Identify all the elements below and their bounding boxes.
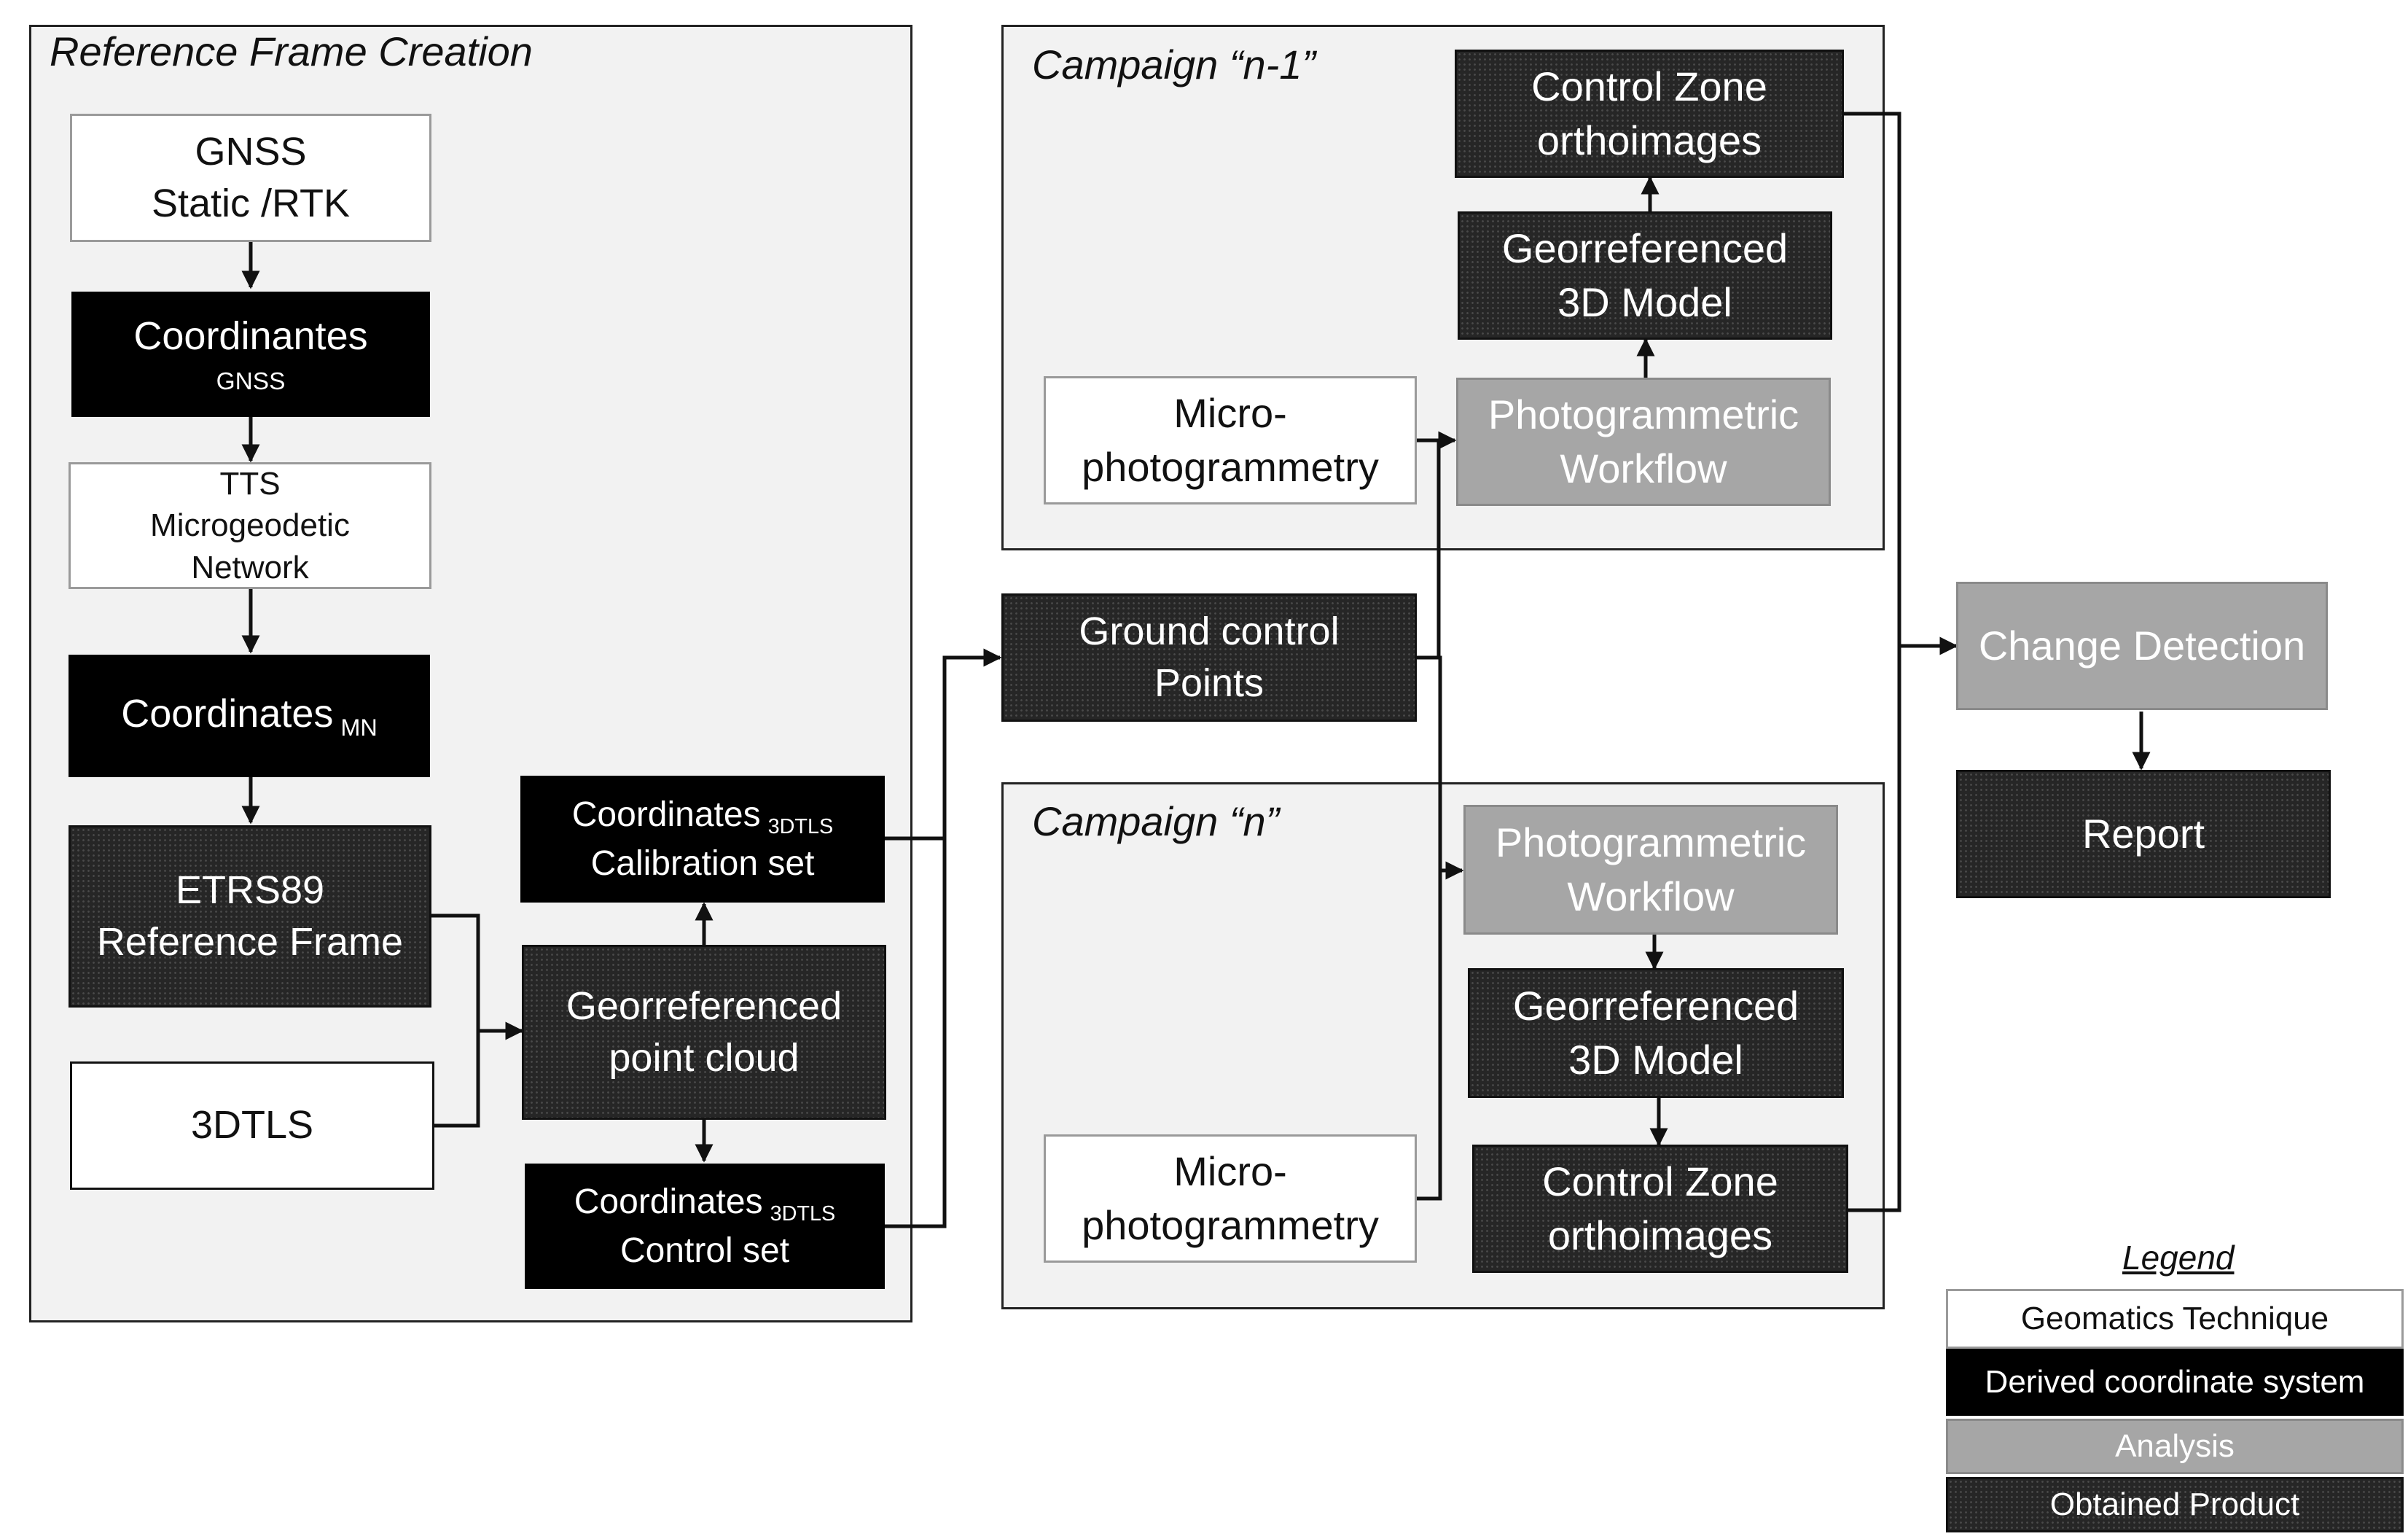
control-main: Coordinates — [574, 1182, 763, 1221]
3dtls-label: 3DTLS — [190, 1103, 314, 1148]
n-control-zone-orthoimages-node: Control Zone orthoimages — [1472, 1145, 1848, 1273]
tts-line-1: TTS — [219, 466, 281, 502]
coordinates-mn-main: Coordinates — [121, 692, 334, 736]
prev-micro-photogrammetry-node: Micro- photogrammetry — [1044, 376, 1417, 504]
calibration-subscript: 3DTLS — [767, 814, 834, 838]
etrs89-line-1: ETRS89 — [175, 868, 325, 912]
campaign-n-title: Campaign “n” — [1032, 798, 1280, 844]
prev-control-zone-orthoimages-node: Control Zone orthoimages — [1455, 50, 1844, 178]
prev-photogrammetric-workflow-node: Photogrammetric Workflow — [1456, 378, 1831, 506]
report-node: Report — [1956, 770, 2331, 898]
n-workflow-line-1: Photogrammetric — [1495, 819, 1807, 866]
tts-microgeodetic-network-node: TTS Microgeodetic Network — [69, 462, 431, 589]
gcp-line-2: Points — [1154, 661, 1264, 705]
connector-calibration-to-gcp — [885, 648, 1002, 841]
tts-line-2: Microgeodetic — [150, 507, 350, 544]
prev-model-line-2: 3D Model — [1557, 279, 1732, 325]
point-cloud-line-2: point cloud — [609, 1036, 800, 1080]
change-detection-node: Change Detection — [1956, 582, 2328, 710]
n-micro-photogrammetry-node: Micro- photogrammetry — [1044, 1134, 1417, 1263]
n-photogrammetric-workflow-node: Photogrammetric Workflow — [1463, 805, 1838, 935]
control-line-2: Control set — [619, 1231, 790, 1270]
report-label: Report — [2081, 811, 2205, 857]
connector-gcp-to-n-workflow — [1417, 655, 1464, 880]
legend-title: Legend — [2122, 1239, 2235, 1277]
point-cloud-line-1: Georreferenced — [566, 983, 843, 1028]
coordinantes-gnss-main: Coordinantes — [133, 314, 368, 359]
gnss-line-2: Static /RTK — [151, 182, 351, 225]
n-model-line-2: 3D Model — [1568, 1037, 1743, 1083]
prev-ortho-line-2: orthoimages — [1536, 117, 1762, 163]
etrs89-reference-frame-node: ETRS89 Reference Frame — [69, 825, 431, 1008]
n-workflow-line-2: Workflow — [1567, 873, 1735, 919]
connector-n-ortho-to-change — [1848, 646, 1901, 1212]
legend-analysis: Analysis — [1946, 1419, 2404, 1474]
n-micro-line-2: photogrammetry — [1082, 1202, 1379, 1248]
coordinantes-gnss-node: Coordinantes GNSS — [71, 292, 430, 417]
connector-prev-ortho-to-change — [1844, 112, 1958, 655]
legend-obtained-product: Obtained Product — [1946, 1477, 2404, 1532]
n-ortho-line-1: Control Zone — [1542, 1158, 1778, 1205]
connector-n-micro-to-workflow — [1417, 870, 1442, 1201]
n-ortho-line-2: orthoimages — [1547, 1212, 1773, 1258]
change-detection-label: Change Detection — [1978, 623, 2306, 669]
calibration-line-2: Calibration set — [590, 843, 815, 883]
legend-geomatics-technique: Geomatics Technique — [1946, 1289, 2404, 1349]
n-georreferenced-3d-model-node: Georreferenced 3D Model — [1468, 968, 1844, 1098]
prev-model-line-1: Georreferenced — [1501, 225, 1789, 272]
connector-gcp-to-prev-workflow — [1417, 431, 1457, 660]
ground-control-points-node: Ground control Points — [1001, 593, 1417, 722]
prev-ortho-line-1: Control Zone — [1531, 63, 1767, 110]
legend-derived-coordinate-system: Derived coordinate system — [1946, 1349, 2404, 1416]
3dtls-node: 3DTLS — [70, 1061, 434, 1190]
coordinantes-gnss-subscript: GNSS — [216, 367, 286, 395]
gnss-line-1: GNSS — [195, 129, 307, 174]
calibration-main: Coordinates — [571, 795, 761, 834]
prev-workflow-line-1: Photogrammetric — [1488, 391, 1799, 438]
connector-control-to-gcp — [885, 658, 947, 1228]
campaign-n-1-title: Campaign “n-1” — [1032, 42, 1316, 87]
gcp-line-1: Ground control — [1079, 609, 1340, 653]
prev-micro-line-1: Micro- — [1173, 390, 1287, 437]
prev-workflow-line-2: Workflow — [1560, 445, 1727, 491]
prev-georreferenced-3d-model-node: Georreferenced 3D Model — [1458, 211, 1832, 340]
control-line-1: Coordinates 3DTLS — [574, 1179, 835, 1228]
etrs89-line-2: Reference Frame — [96, 920, 404, 964]
control-subscript: 3DTLS — [770, 1201, 836, 1226]
tts-line-3: Network — [191, 549, 309, 585]
reference-frame-creation-title: Reference Frame Creation — [50, 28, 533, 74]
gnss-static-rtk-node: GNSS Static /RTK — [70, 114, 431, 242]
coordinates-3dtls-control-node: Coordinates 3DTLS Control set — [525, 1164, 885, 1289]
coordinates-mn-subscript: MN — [340, 714, 378, 741]
n-model-line-1: Georreferenced — [1512, 983, 1799, 1029]
georreferenced-point-cloud-node: Georreferenced point cloud — [522, 945, 886, 1120]
n-micro-line-1: Micro- — [1173, 1148, 1287, 1195]
connector-etrs89-to-merge — [431, 913, 480, 1128]
prev-micro-line-2: photogrammetry — [1082, 444, 1379, 490]
